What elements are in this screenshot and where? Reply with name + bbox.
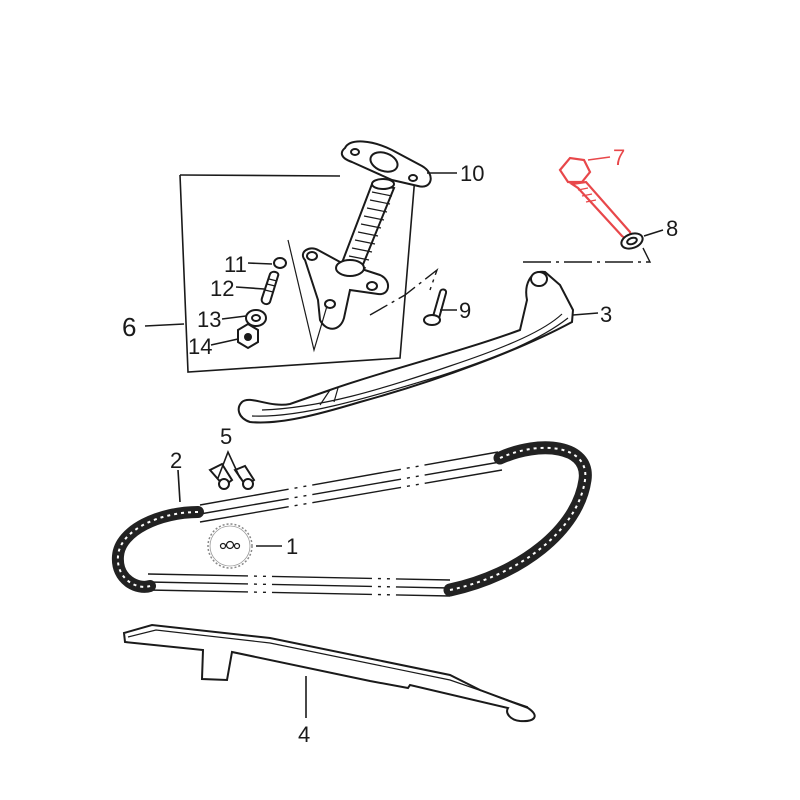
leader-lines — [144, 156, 664, 718]
assembly-line-7-8-3 — [523, 247, 652, 263]
callout-labels: 1 2 3 4 5 6 7 8 9 10 11 12 13 14 — [122, 145, 678, 747]
gasket-part-10[interactable] — [340, 140, 432, 188]
callout-12[interactable]: 12 — [210, 276, 234, 301]
callout-8[interactable]: 8 — [666, 216, 678, 241]
callout-11[interactable]: 11 — [224, 252, 247, 277]
stud-part-12[interactable] — [260, 270, 280, 306]
chain-path-lines — [147, 451, 503, 597]
callout-3[interactable]: 3 — [600, 302, 612, 327]
callout-4[interactable]: 4 — [298, 722, 310, 747]
callout-7[interactable]: 7 — [613, 145, 625, 170]
pins-part-5[interactable] — [208, 462, 256, 490]
callout-1[interactable]: 1 — [286, 534, 298, 559]
cam-chain-part-2[interactable] — [111, 441, 592, 597]
callout-6[interactable]: 6 — [122, 312, 136, 342]
tensioner-arm-part-3[interactable] — [237, 270, 575, 424]
tensioner-body[interactable] — [287, 178, 439, 353]
callout-2[interactable]: 2 — [170, 448, 182, 473]
callout-13[interactable]: 13 — [197, 307, 221, 332]
tensioner-spring — [338, 178, 396, 274]
washer-part-13[interactable] — [245, 309, 267, 327]
chain-guide-part-4[interactable] — [122, 623, 536, 723]
callout-9[interactable]: 9 — [459, 298, 471, 323]
callout-14[interactable]: 14 — [188, 334, 212, 359]
callout-5[interactable]: 5 — [220, 424, 232, 449]
nut-part-14[interactable] — [237, 322, 259, 350]
bolt-part-9[interactable] — [423, 288, 448, 326]
callout-10[interactable]: 10 — [460, 161, 484, 186]
washer-part-8[interactable] — [619, 231, 644, 252]
washer-part-11[interactable] — [273, 257, 287, 269]
sprocket-part-1[interactable] — [207, 523, 253, 569]
